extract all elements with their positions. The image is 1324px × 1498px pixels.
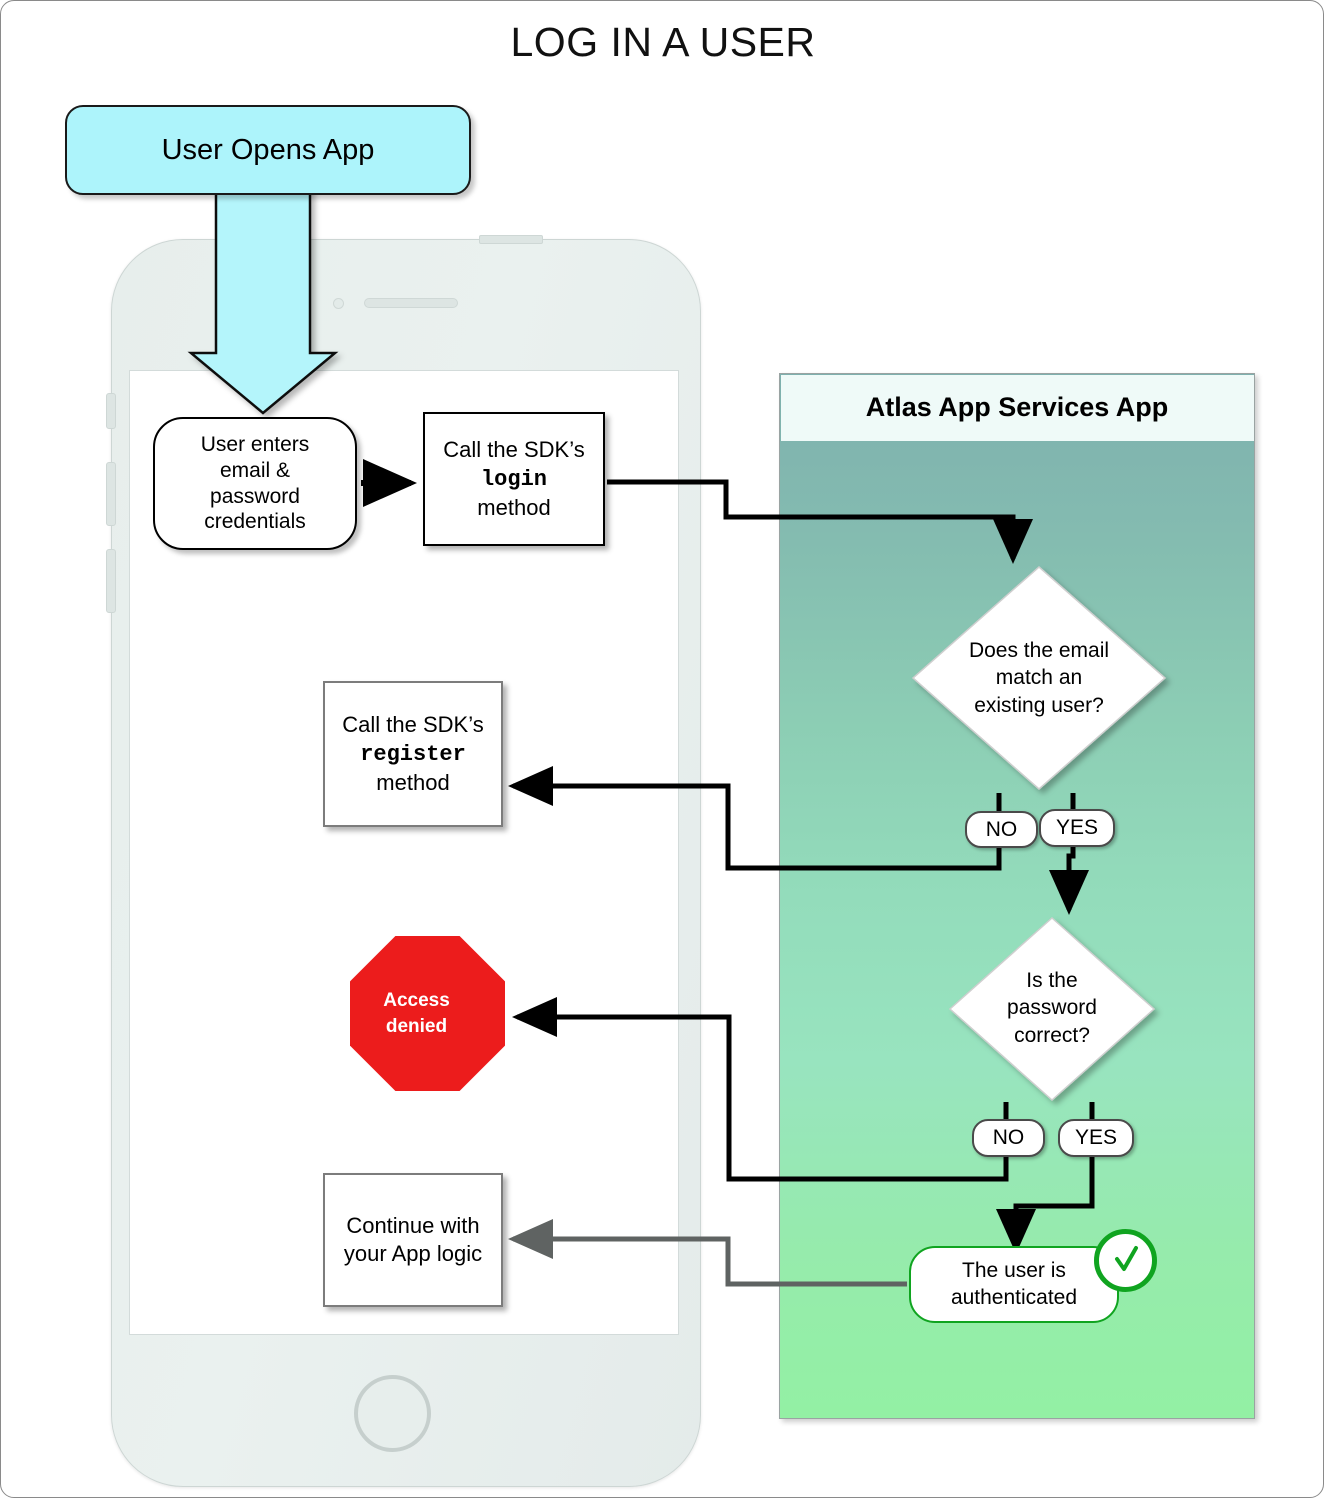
password-decision-yes-label: YES (1058, 1119, 1134, 1157)
atlas-panel-header: Atlas App Services App (780, 374, 1254, 441)
email-decision-yes-label: YES (1039, 809, 1115, 847)
phone-volume-up-button (106, 462, 116, 526)
register-line-3: method (376, 770, 450, 796)
edge-email-no-to-register (508, 766, 1002, 871)
credentials-line-1: User enters (200, 432, 310, 456)
authenticated-line-1: The user is (962, 1259, 1066, 1283)
node-user-enters-credentials: User enters email & password credentials (153, 417, 357, 550)
login-line-3: method (477, 495, 551, 521)
node-call-sdk-login: Call the SDK’s login method (423, 412, 605, 546)
password-decision-line-1: Is the (1026, 969, 1078, 993)
edge-authenticated-to-continue (508, 1219, 907, 1287)
login-line-1: Call the SDK’s (443, 436, 585, 462)
email-decision-line-2: match an (995, 666, 1083, 690)
phone-home-button (354, 1375, 431, 1452)
node-user-authenticated: The user is authenticated (909, 1246, 1119, 1323)
green-check-circle-icon (1094, 1229, 1157, 1292)
email-decision-label: Does the email match an existing user? (909, 563, 1169, 793)
authenticated-line-2: authenticated (950, 1285, 1078, 1309)
register-line-1: Call the SDK’s (342, 711, 484, 737)
login-method-name: login (480, 466, 547, 492)
edge-login-to-email-decision (607, 479, 1033, 564)
node-continue-app-logic: Continue with your App logic (323, 1173, 503, 1307)
phone-volume-down-button (106, 549, 116, 613)
password-decision-no-label: NO (972, 1119, 1045, 1157)
phone-power-button (479, 235, 543, 244)
node-call-sdk-register: Call the SDK’s register method (323, 681, 503, 827)
page-title: LOG IN A USER (510, 19, 816, 65)
email-decision-line-1: Does the email (968, 639, 1110, 663)
email-decision-line-3: existing user? (974, 693, 1104, 717)
password-decision-label: Is the password correct? (946, 914, 1158, 1102)
password-decision-diamond (948, 916, 1156, 1102)
phone-camera-icon (333, 298, 344, 309)
credentials-line-2: email & (219, 458, 290, 482)
email-decision-no-label: NO (965, 811, 1038, 848)
denied-line-2: denied (385, 1015, 448, 1037)
password-decision-line-3: correct? (1014, 1023, 1090, 1047)
continue-line-1: Continue with (346, 1212, 480, 1238)
credentials-line-3: password (210, 484, 300, 508)
phone-mute-switch (106, 393, 116, 429)
phone-speaker-icon (364, 298, 458, 308)
start-node-user-opens-app: User Opens App (65, 105, 471, 195)
credentials-line-4: credentials (204, 510, 306, 534)
register-method-name: register (360, 741, 466, 767)
email-decision-diamond (911, 566, 1167, 790)
denied-line-1: Access (383, 989, 450, 1011)
node-access-denied: Access denied (350, 936, 505, 1091)
edge-password-no-to-denied (512, 997, 1009, 1182)
continue-line-2: your App logic (343, 1241, 483, 1266)
password-decision-line-2: password (1007, 996, 1097, 1020)
